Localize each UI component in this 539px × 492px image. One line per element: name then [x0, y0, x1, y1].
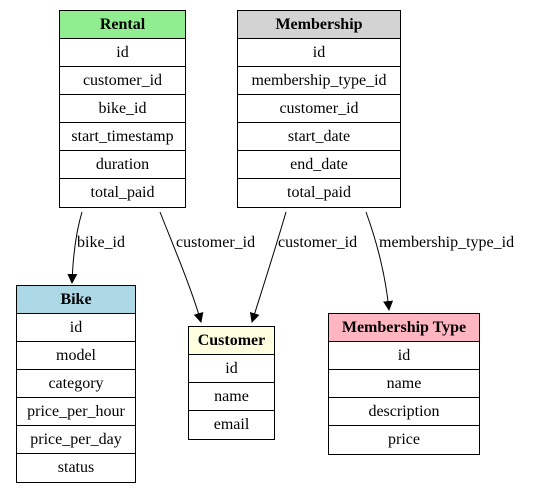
field-row: customer_id [60, 67, 185, 95]
edge-rental-bike [67, 211, 83, 284]
field-row: price_per_hour [17, 398, 135, 426]
field-row: model [17, 342, 135, 370]
entity-header: Bike [17, 286, 135, 314]
field-row: membership_type_id [238, 67, 400, 95]
field-row: category [17, 370, 135, 398]
field-row: bike_id [60, 95, 185, 123]
field-row: start_date [238, 123, 400, 151]
entity-header: Customer [189, 327, 274, 355]
field-row: id [60, 39, 185, 67]
entity-bike: Bike id model category price_per_hour pr… [16, 285, 136, 483]
entity-rental: Rental id customer_id bike_id start_time… [59, 10, 186, 208]
entity-membership: Membership id membership_type_id custome… [237, 10, 401, 208]
entity-membership-type: Membership Type id name description pric… [328, 313, 480, 455]
field-row: price_per_day [17, 426, 135, 454]
field-row: status [57, 459, 95, 476]
field-row: id [238, 39, 400, 67]
entity-header: Rental [60, 11, 185, 39]
edge-label-membership-type-id: membership_type_id [379, 234, 515, 251]
field-row: total_paid [90, 184, 155, 201]
field-row: start_timestamp [60, 123, 185, 151]
field-row: email [213, 416, 250, 433]
entity-header: Membership Type [329, 314, 479, 342]
field-row: total_paid [287, 184, 351, 201]
field-row: end_date [238, 151, 400, 179]
edge-rental-customer [159, 211, 204, 323]
field-row: name [329, 370, 479, 398]
edge-label-rental-customer-id: customer_id [176, 234, 256, 251]
field-row: name [189, 383, 274, 411]
field-row: id [189, 355, 274, 383]
field-row: description [329, 398, 479, 426]
edge-label-membership-customer-id: customer_id [278, 234, 358, 251]
field-row: duration [60, 151, 185, 179]
entity-customer: Customer id name email [188, 326, 275, 440]
field-row: id [17, 314, 135, 342]
edge-membership-customer [249, 211, 287, 323]
edge-membership-membershiptype [365, 211, 394, 311]
edge-label-bike-id: bike_id [77, 234, 125, 251]
field-row: customer_id [238, 95, 400, 123]
field-row: id [329, 342, 479, 370]
field-row: price [388, 431, 420, 448]
entity-header: Membership [238, 11, 400, 39]
